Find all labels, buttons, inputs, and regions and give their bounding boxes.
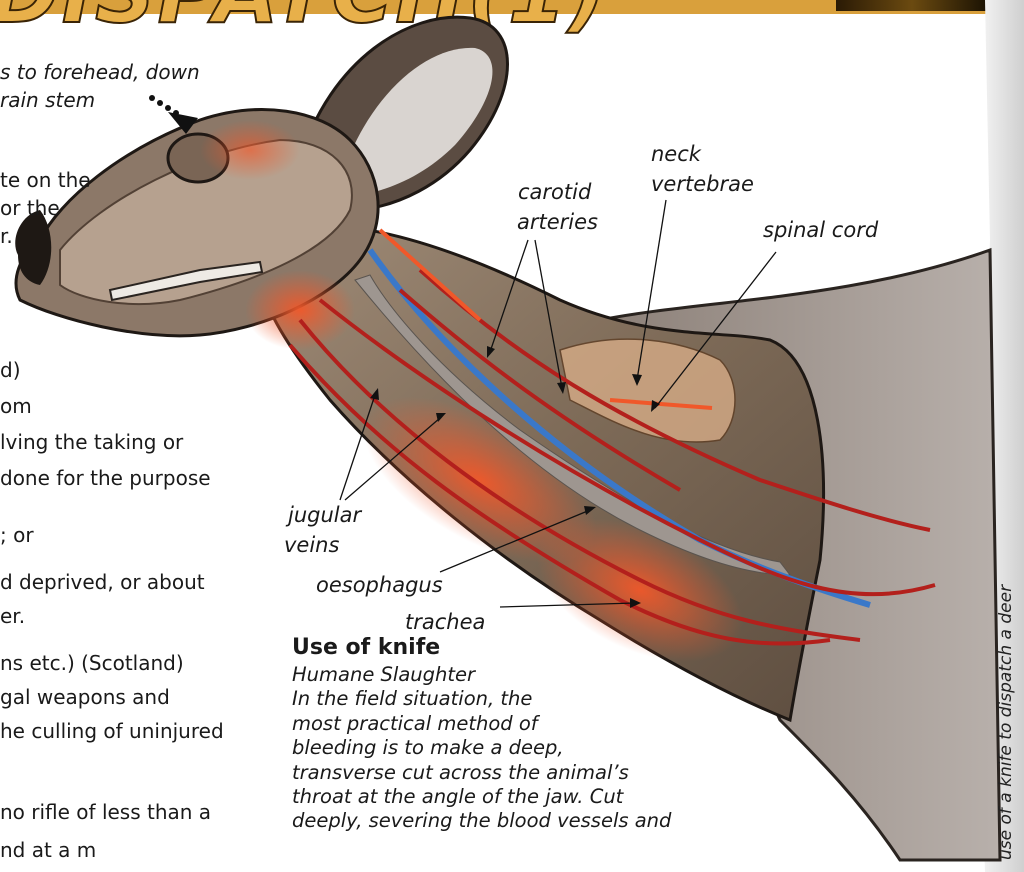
left-text-line-8: lving the taking or xyxy=(0,432,183,452)
left-text-line-9: done for the purpose xyxy=(0,468,211,488)
label-trachea: trachea xyxy=(405,610,485,635)
left-text-line-2: rain stem xyxy=(0,90,95,110)
knife-line-5: throat at the angle of the jaw. Cut xyxy=(292,785,772,809)
left-text-line-4: or the xyxy=(0,198,60,218)
left-text-line-13: ns etc.) (Scotland) xyxy=(0,653,184,673)
label-neck: neck xyxy=(651,142,701,167)
left-text-line-10: ; or xyxy=(0,525,34,545)
knife-heading: Use of knife xyxy=(292,635,440,660)
knife-line-6: deeply, severing the blood vessels and xyxy=(292,809,772,833)
knife-line-3: bleeding is to make a deep, xyxy=(292,736,772,760)
label-jugular: jugular xyxy=(288,503,361,528)
label-spinal-cord: spinal cord xyxy=(763,218,878,243)
label-vertebrae: vertebrae xyxy=(651,172,754,197)
label-oesophagus: oesophagus xyxy=(316,573,443,598)
left-text-line-5: r. xyxy=(0,226,13,246)
left-text-line-7: om xyxy=(0,396,32,416)
label-arteries: arteries xyxy=(517,210,598,235)
knife-line-4: transverse cut across the animal’s xyxy=(292,761,772,785)
knife-text: Humane Slaughter In the field situation,… xyxy=(292,663,772,834)
label-veins: veins xyxy=(284,533,339,558)
left-text-line-14: gal weapons and xyxy=(0,687,170,707)
knife-line-2: most practical method of xyxy=(292,712,772,736)
left-text-line-15: he culling of uninjured xyxy=(0,721,224,741)
label-carotid: carotid xyxy=(518,180,591,205)
left-text-line-6: d) xyxy=(0,360,21,380)
left-text-line-12: er. xyxy=(0,606,25,626)
left-text-line-17: nd at a m xyxy=(0,840,96,860)
knife-line-1: In the field situation, the xyxy=(292,687,772,711)
side-caption: use of a knife to dispatch a deer xyxy=(996,585,1016,860)
left-text-line-16: no rifle of less than a xyxy=(0,802,211,822)
knife-subheading: Humane Slaughter xyxy=(292,663,772,687)
left-text-line-3: te on the xyxy=(0,170,91,190)
left-text-line-1: s to forehead, down xyxy=(0,62,200,82)
left-text-line-11: d deprived, or about xyxy=(0,572,205,592)
